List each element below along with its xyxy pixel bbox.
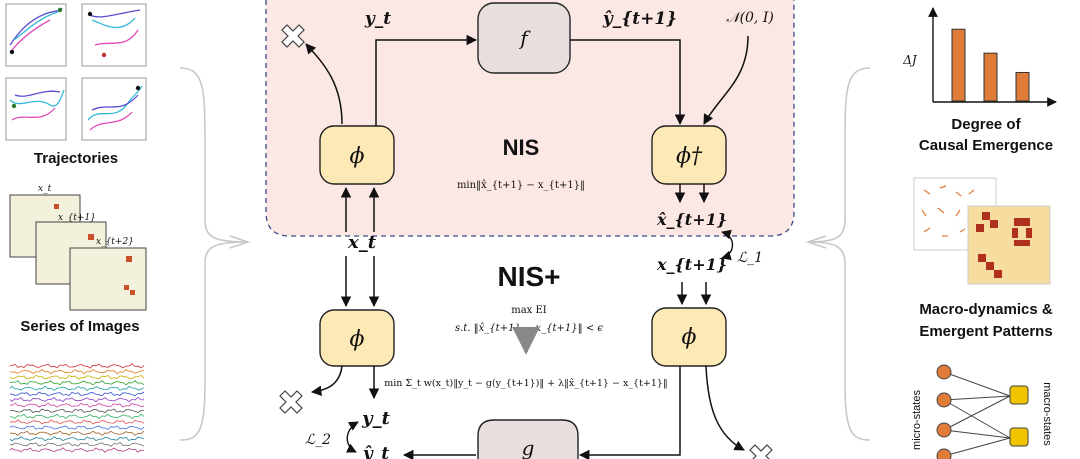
time-series-line xyxy=(9,408,145,414)
time-series-line xyxy=(9,419,145,425)
time-series-line xyxy=(9,363,145,369)
macro-label-2: Emergent Patterns xyxy=(919,323,1052,340)
emergence-bar-chart xyxy=(928,7,1057,107)
time-series-lines xyxy=(9,363,145,453)
emergent-pattern-images xyxy=(913,177,1051,285)
y-hat-t: ŷ_t xyxy=(362,444,389,459)
time-series-line xyxy=(9,447,145,453)
frame-label-t2: x_{t+2} xyxy=(96,237,134,247)
emergence-label-1: Degree of xyxy=(951,116,1021,133)
time-series-line xyxy=(9,442,145,447)
y-t-top: y_t xyxy=(364,9,391,29)
image-series-stack xyxy=(9,194,147,311)
series-label: Series of Images xyxy=(20,318,139,335)
l1-label: ℒ_1 xyxy=(737,250,763,266)
trajectory-thumbnails xyxy=(5,3,147,141)
delta-j-label: ΔJ xyxy=(902,53,918,67)
phi-label-2: ϕ xyxy=(350,327,365,352)
trajectories-label: Trajectories xyxy=(34,150,118,167)
macro-label-1: Macro-dynamics & xyxy=(919,301,1053,318)
nis-plus-title: NIS+ xyxy=(497,261,560,292)
discard-icon-bottom-left xyxy=(279,390,303,414)
l2-label: ℒ_2 xyxy=(305,432,331,448)
phi-encoder-nisplus-left xyxy=(319,309,395,367)
nis-title: NIS xyxy=(503,135,540,160)
time-series-line xyxy=(9,391,145,397)
micro-macro-graph xyxy=(936,364,1029,459)
frame-label-t1: x_{t+1} xyxy=(58,213,96,223)
nis-plus-objective-3: min Σ_t w(x_t)‖y_t − g(y_{t+1})‖ + λ‖x̂_… xyxy=(384,378,667,389)
discard-icon-bottom-right xyxy=(749,444,773,459)
phi-label-1: ϕ xyxy=(350,144,365,169)
x-hat-t1: x̂_{t+1} xyxy=(656,210,727,229)
loss-l1-arrow xyxy=(721,229,734,261)
x-t1: x_{t+1} xyxy=(656,255,727,274)
time-series-line xyxy=(9,385,145,392)
phi-dagger-decoder xyxy=(651,125,727,185)
frame-label-t: x_t xyxy=(38,184,52,194)
time-series-line xyxy=(10,430,145,436)
y-t-bottom: y_t xyxy=(361,408,390,429)
micro-states-label: micro-states xyxy=(911,390,923,450)
nis-objective: min‖x̂_{t+1} − x_{t+1}‖ xyxy=(457,180,585,191)
phi-dagger-label: ϕ† xyxy=(676,144,703,169)
discard-icon-top xyxy=(281,24,305,48)
time-series-line xyxy=(9,368,145,375)
phi-encoder-nis xyxy=(319,125,395,185)
g-block xyxy=(477,419,579,459)
emergence-bar xyxy=(983,52,998,102)
right-brace xyxy=(807,67,871,441)
time-series-line xyxy=(9,396,145,403)
time-series-line xyxy=(9,413,145,420)
nis-plus-objective-1: max EI xyxy=(511,305,547,316)
g-label: g xyxy=(522,436,535,459)
y-hat-t1: ŷ_{t+1} xyxy=(602,9,677,29)
phi-encoder-nisplus-right xyxy=(651,307,727,367)
emergence-bar xyxy=(951,28,966,102)
time-series-line xyxy=(9,436,145,442)
nis-plus-objective-2: s.t. ‖x̂_{t+1} − x_{t+1}‖ < ϵ xyxy=(455,323,603,334)
x-t: x_t xyxy=(347,232,377,253)
time-series-line xyxy=(9,374,145,380)
left-brace xyxy=(179,67,249,441)
phi-label-3: ϕ xyxy=(682,325,697,350)
f-block xyxy=(477,2,571,74)
time-series-line xyxy=(9,402,145,408)
time-series-line xyxy=(9,425,145,430)
emergence-bar xyxy=(1015,71,1030,102)
emergence-label-2: Causal Emergence xyxy=(919,137,1053,154)
noise-label: 𝒩(0, I) xyxy=(726,10,774,26)
macro-states-label: macro-states xyxy=(1041,382,1053,446)
time-series-line xyxy=(9,380,145,386)
